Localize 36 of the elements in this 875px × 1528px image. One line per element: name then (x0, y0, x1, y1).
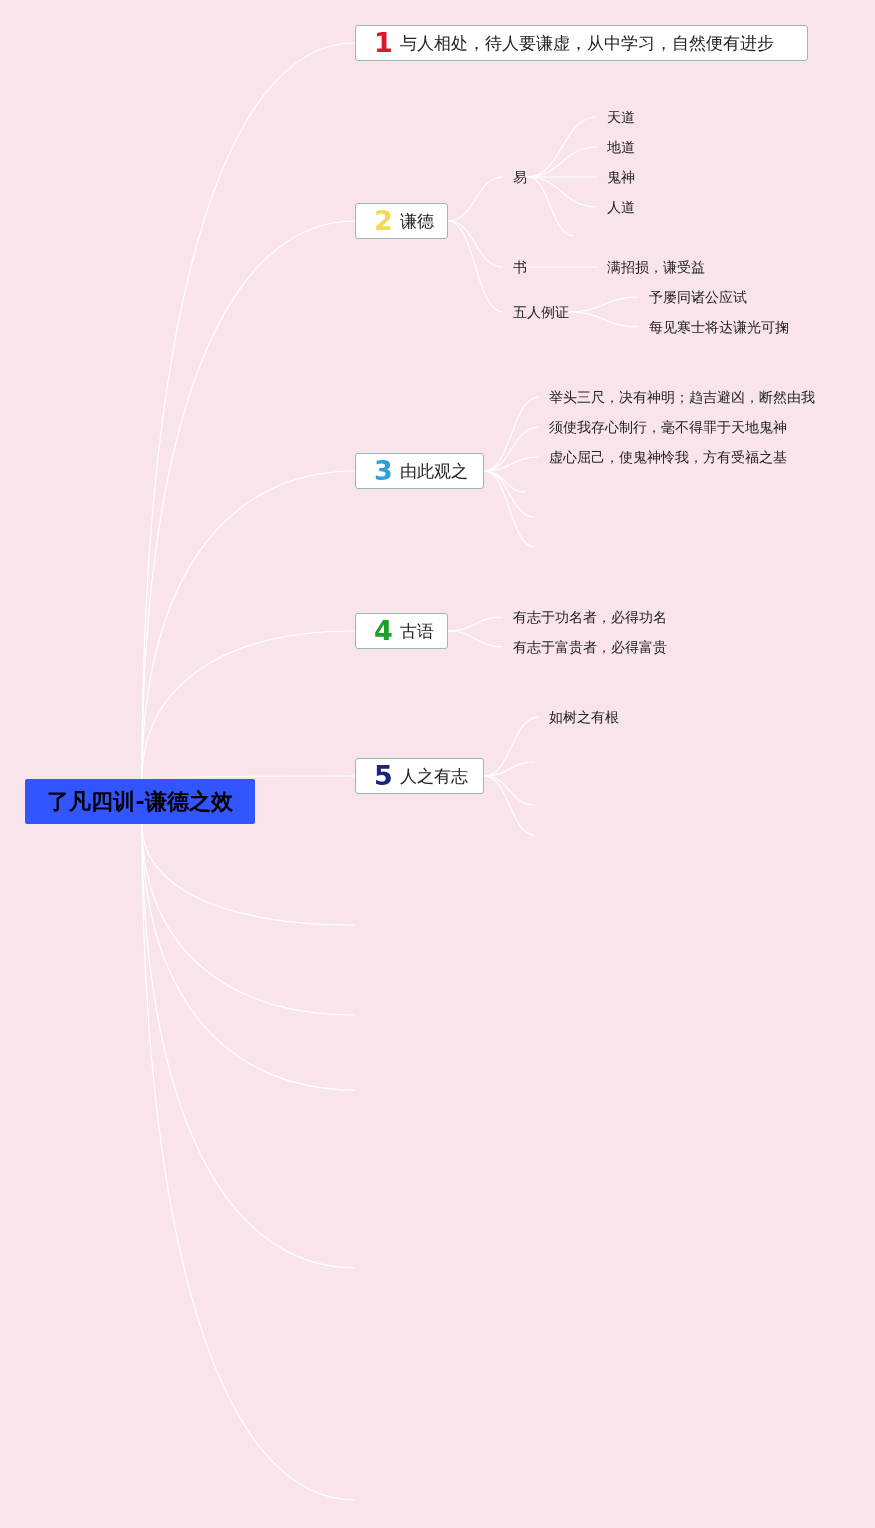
topic-box (355, 758, 484, 794)
branch-label: 人道 (597, 197, 635, 217)
branch-line (447, 616, 504, 632)
branch-line (447, 176, 504, 222)
topic-number: 1 (374, 28, 393, 58)
branch-label: 鬼神 (597, 167, 635, 187)
topic-label: 与人相处，待人要谦虚，从中学习，自然便有进步 (399, 32, 774, 54)
branch-label: 予屡同诸公应试 (639, 287, 747, 307)
topic-box (355, 613, 448, 649)
branch-label: 如树之有根 (539, 707, 619, 727)
topic-number: 4 (374, 616, 393, 646)
topic-number: 2 (374, 206, 393, 236)
topic-box (355, 203, 448, 239)
topic-box (355, 25, 808, 61)
branch-line (568, 311, 640, 328)
branch-label: 有志于功名者，必得功名 (503, 607, 667, 627)
topic-number: 5 (374, 761, 393, 791)
branch-label: 虚心屈己，使鬼神怜我，方有受福之基 (539, 447, 787, 467)
branch-label: 须使我存心制行，毫不得罪于天地鬼神 (539, 417, 787, 437)
branch-line (447, 630, 504, 648)
branch-label: 天道 (597, 107, 635, 127)
branch-label: 有志于富贵者，必得富贵 (503, 637, 667, 657)
branch-label: 书 (503, 257, 527, 277)
branch-label: 五人例证 (503, 302, 569, 322)
topic-label: 谦德 (399, 210, 434, 232)
central-topic-box: 了凡四训-谦德之效 (25, 779, 255, 824)
topic-label: 由此观之 (399, 460, 468, 482)
topic-box (355, 453, 484, 489)
branch-label: 举头三尺，决有神明；趋吉避凶，断然由我 (539, 387, 815, 407)
branch-label: 易 (503, 167, 527, 187)
topic-label: 古语 (399, 620, 434, 642)
branch-label: 每见寒士将达谦光可掬 (639, 317, 789, 337)
branch-label: 满招损，谦受益 (597, 257, 705, 277)
topic-number: 3 (374, 456, 393, 486)
branch-label: 地道 (597, 137, 635, 157)
topic-label: 人之有志 (399, 765, 468, 787)
